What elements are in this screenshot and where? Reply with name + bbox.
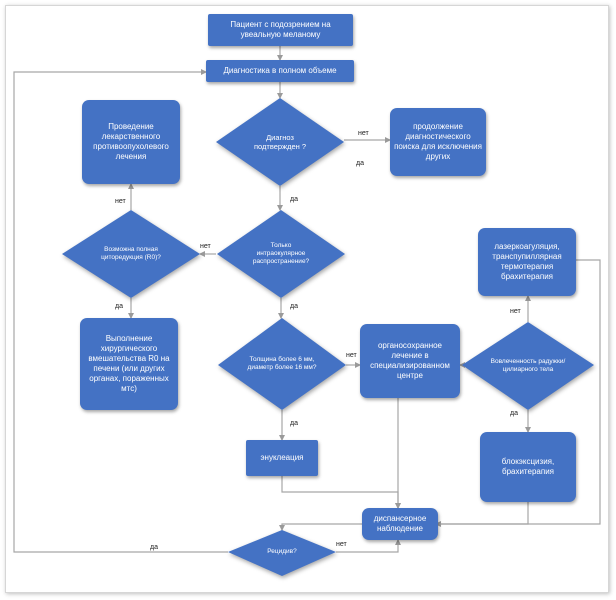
decision-intraocular-only — [217, 210, 345, 298]
decision-ciliary-text: Вовлеченность радужки/цилиарного тела — [490, 358, 566, 373]
label-confirmed-yes: да — [356, 160, 364, 167]
node-dispensary[interactable]: диспансерное наблюдение — [362, 508, 438, 540]
decision-relapse — [228, 530, 336, 576]
label-cyto-yes: да — [115, 303, 123, 310]
label-intraocular-no: нет — [200, 243, 211, 250]
decision-diagnosis-confirmed — [216, 98, 344, 186]
node-start[interactable]: Пациент с подозрением на увеальную мелан… — [208, 14, 353, 46]
node-laser[interactable]: лазеркоагуляция, транспупиллярная термот… — [478, 228, 576, 296]
decision-intraocular-text: Только интраокулярное распространение? — [252, 242, 310, 265]
decision-cytoreduction-text: Возможна полная циторедукция (R0)? — [101, 246, 161, 261]
label-relapse-yes: да — [150, 544, 158, 551]
node-surgery[interactable]: Выполнение хирургического вмешательства … — [80, 318, 178, 410]
node-block-excision[interactable]: блокэксцизия, брахитерапия — [480, 432, 576, 502]
decision-diagnosis-confirmed-text: Диагноз подтвержден ? — [253, 133, 307, 151]
label-relapse-no: нет — [336, 541, 347, 548]
node-organ-sparing[interactable]: органосохранное лечение в специализирова… — [360, 324, 460, 398]
node-enucleation[interactable]: энуклеация — [246, 440, 318, 476]
decision-thickness-diameter — [218, 318, 346, 410]
node-drug-treatment[interactable]: Проведение лекарственного противоопухоле… — [82, 100, 180, 184]
label-ciliary-yes: да — [510, 410, 518, 417]
decision-thickness-text: Толщина более 6 мм, диаметр более 16 мм? — [247, 356, 317, 371]
arrow-relapse-no — [336, 539, 401, 553]
figure-frame — [5, 5, 609, 593]
node-continue-search[interactable]: продолжение диагностического поиска для … — [390, 108, 486, 176]
label-intraocular-yes-top: да — [290, 196, 298, 203]
decision-full-cytoreduction — [62, 210, 200, 298]
arrow-dispensary-to-relapse — [279, 523, 362, 531]
label-ciliary-no: нет — [510, 308, 521, 315]
label-intraocular-yes: да — [290, 303, 298, 310]
label-thickness-yes: да — [290, 420, 298, 427]
decision-relapse-text: Рецидив? — [267, 548, 297, 555]
label-confirmed-no: нет — [358, 130, 369, 137]
label-cyto-no: нет — [115, 198, 126, 205]
node-diagnostics[interactable]: Диагностика в полном объеме — [206, 60, 354, 82]
arrow-block-to-dispensary — [438, 502, 529, 525]
label-thickness-no: нет — [346, 352, 357, 359]
arrow-relapse-yes-loop — [13, 69, 228, 553]
decision-ciliary-involvement — [462, 322, 594, 410]
arrow-enucleation-to-dispensary — [281, 476, 401, 509]
